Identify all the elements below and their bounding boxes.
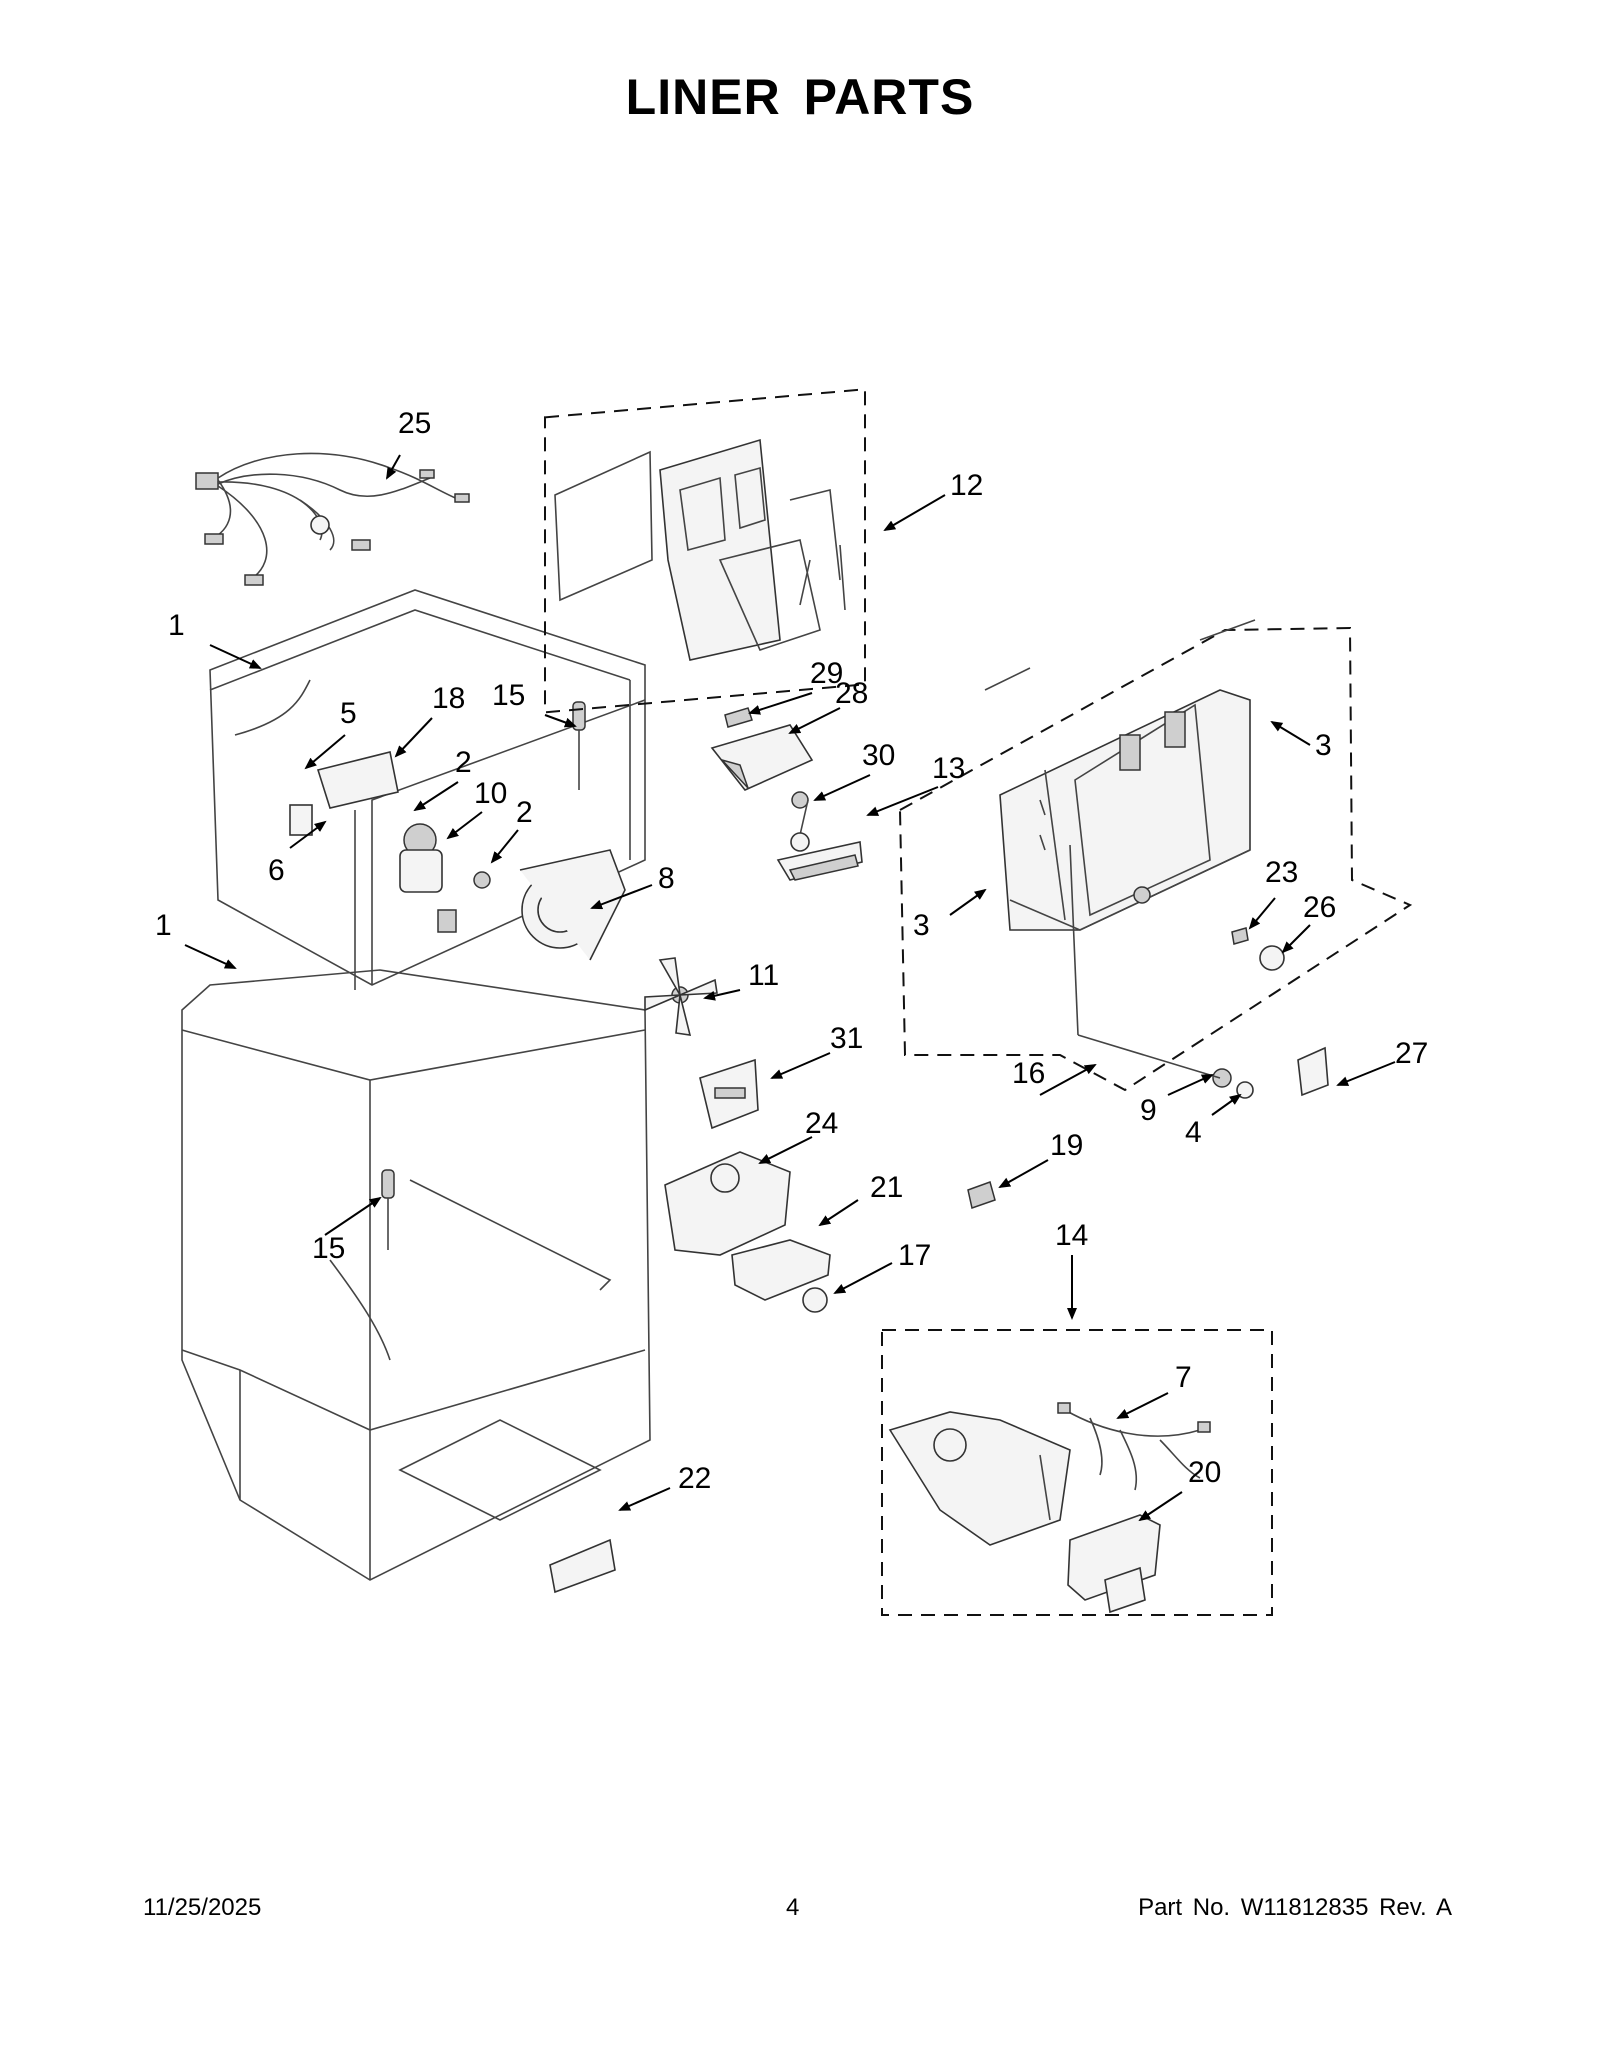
drip-tray bbox=[776, 841, 863, 881]
page-title: LINER PARTS bbox=[625, 69, 975, 125]
callout-6: 6 bbox=[268, 854, 285, 887]
callout-7: 7 bbox=[1175, 1361, 1192, 1394]
callout-4: 4 bbox=[1185, 1116, 1202, 1149]
group-box-14 bbox=[881, 1329, 1273, 1616]
wire-harness-7 bbox=[1057, 1402, 1211, 1491]
callout-29: 29 bbox=[810, 657, 843, 690]
callout-1-lower: 1 bbox=[155, 909, 172, 942]
evaporator-cover bbox=[984, 619, 1256, 931]
footer-part-number: Part No. W11812835 Rev. A bbox=[1138, 1894, 1452, 1921]
fan-blade bbox=[644, 957, 718, 1036]
callout-18: 18 bbox=[432, 682, 465, 715]
callout-12: 12 bbox=[950, 469, 983, 502]
ice-maker-20 bbox=[1067, 1514, 1161, 1614]
callout-23: 23 bbox=[1265, 856, 1298, 889]
callout-9: 9 bbox=[1140, 1094, 1157, 1127]
callout-22: 22 bbox=[678, 1462, 711, 1495]
callout-3-right: 3 bbox=[1315, 729, 1332, 762]
fresh-food-liner bbox=[181, 969, 651, 1581]
callout-20: 20 bbox=[1188, 1456, 1221, 1489]
callout-27: 27 bbox=[1395, 1037, 1428, 1070]
callout-arrows bbox=[184, 454, 1396, 1522]
ice-bucket-assembly bbox=[888, 1411, 1071, 1546]
dispenser-housing bbox=[554, 438, 846, 661]
footer-page-number: 4 bbox=[786, 1894, 800, 1921]
wire-harness bbox=[195, 452, 470, 586]
drain-line-2 bbox=[1077, 1034, 1221, 1079]
thermistor-lower bbox=[381, 1169, 395, 1250]
callout-19: 19 bbox=[1050, 1129, 1083, 1162]
drain-line bbox=[1069, 844, 1079, 1036]
air-duct-24 bbox=[664, 1151, 791, 1256]
callout-5: 5 bbox=[340, 697, 357, 730]
cover-27 bbox=[1297, 1046, 1329, 1097]
screw bbox=[790, 791, 810, 852]
clip-19 bbox=[967, 1181, 996, 1209]
fan-motor-assembly bbox=[289, 751, 626, 961]
callout-13: 13 bbox=[932, 752, 965, 785]
callout-11: 11 bbox=[748, 959, 779, 992]
door-stop bbox=[724, 707, 753, 728]
callout-24: 24 bbox=[805, 1107, 838, 1140]
callout-10: 10 bbox=[474, 777, 507, 810]
damper-17 bbox=[802, 1287, 828, 1313]
group-box-16 bbox=[898, 626, 1413, 1092]
footer-date: 11/25/2025 bbox=[143, 1894, 262, 1921]
callout-25: 25 bbox=[398, 407, 431, 440]
freezer-liner bbox=[209, 589, 646, 990]
air-duct-21 bbox=[731, 1239, 831, 1301]
callout-26: 26 bbox=[1303, 891, 1336, 924]
thermistor-upper bbox=[572, 701, 586, 790]
callout-21: 21 bbox=[870, 1171, 903, 1204]
callout-2-upper: 2 bbox=[455, 746, 472, 779]
callout-2-lower: 2 bbox=[516, 796, 533, 829]
dispenser-paddle bbox=[710, 724, 814, 791]
callout-17: 17 bbox=[898, 1239, 931, 1272]
callout-8: 8 bbox=[658, 862, 675, 895]
callout-30: 30 bbox=[862, 739, 895, 772]
callout-15-lower: 15 bbox=[312, 1232, 345, 1265]
crisper-handle-22 bbox=[549, 1538, 616, 1594]
knob-26 bbox=[1259, 945, 1285, 971]
callout-14: 14 bbox=[1055, 1219, 1088, 1252]
screw-23 bbox=[1231, 927, 1249, 945]
callout-31: 31 bbox=[830, 1022, 863, 1055]
damper-cover-31 bbox=[699, 1058, 759, 1130]
group-box-12 bbox=[544, 388, 866, 714]
callout-1-upper: 1 bbox=[168, 609, 185, 642]
callout-15-upper: 15 bbox=[492, 679, 525, 712]
callout-3-left: 3 bbox=[913, 909, 930, 942]
callout-16: 16 bbox=[1012, 1057, 1045, 1090]
screw-9 bbox=[1212, 1068, 1232, 1088]
callout-labels: 25 12 1 5 18 15 2 10 2 6 8 1 11 29 28 30… bbox=[155, 407, 1428, 1495]
callout-28: 28 bbox=[835, 677, 868, 710]
